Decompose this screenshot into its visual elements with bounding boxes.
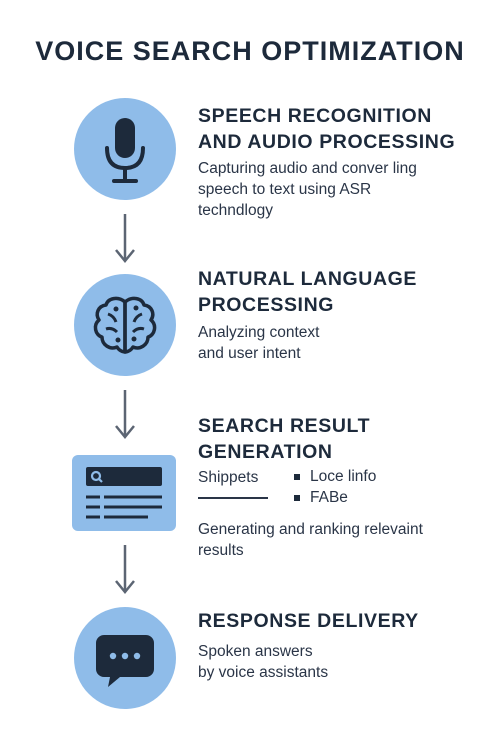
step-4-desc-line: by voice assistants bbox=[198, 664, 329, 681]
down-arrow-icon bbox=[115, 214, 135, 263]
snippet-item: Loce linfo bbox=[292, 466, 376, 487]
step-1-title: SPEECH RECOGNITION AND AUDIO PROCESSING bbox=[198, 103, 488, 155]
step-2-desc-line: Analyzing context bbox=[198, 324, 320, 341]
step-2-desc-line: and user intent bbox=[198, 345, 301, 362]
step-2-title-line: NATURAL LANGUAGE bbox=[198, 268, 418, 290]
snippet-item: FABe bbox=[292, 487, 376, 508]
step-1-desc-line: speech to text using ASR bbox=[198, 181, 372, 198]
step-4-desc-line: Spoken answers bbox=[198, 643, 313, 660]
search-results-icon bbox=[86, 467, 162, 519]
snippets-label: Shippets bbox=[198, 469, 259, 486]
page-title: VOICE SEARCH OPTIMIZATION bbox=[35, 36, 465, 66]
step-2-description: Analyzing context and user intent bbox=[198, 322, 488, 364]
step-2-title: NATURAL LANGUAGE PROCESSING bbox=[198, 266, 488, 318]
snippets-underline bbox=[198, 497, 268, 499]
step-2-icon-circle bbox=[74, 274, 176, 376]
snippet-list: Loce linfo FABe bbox=[292, 466, 376, 508]
down-arrow-icon bbox=[115, 545, 135, 594]
step-3-title: SEARCH RESULT GENERATION bbox=[198, 413, 488, 465]
step-3-desc-line: Generating and ranking relevaint bbox=[198, 521, 423, 538]
step-1-desc-line: techndlogy bbox=[198, 202, 273, 219]
step-1-description: Capturing audio and conver ling speech t… bbox=[198, 158, 488, 221]
step-3-title-line: GENERATION bbox=[198, 441, 333, 463]
step-4-description: Spoken answers by voice assistants bbox=[198, 641, 488, 683]
brain-icon bbox=[93, 296, 157, 354]
step-1-desc-line: Capturing audio and conver ling bbox=[198, 160, 417, 177]
step-1-title-line: SPEECH RECOGNITION bbox=[198, 105, 432, 127]
step-1-icon-circle bbox=[74, 98, 176, 200]
microphone-icon bbox=[105, 118, 145, 183]
step-2-title-line: PROCESSING bbox=[198, 294, 335, 316]
step-3-title-line: SEARCH RESULT bbox=[198, 415, 371, 437]
step-4-title-line: RESPONSE DELIVERY bbox=[198, 610, 419, 632]
chat-bubble-icon bbox=[96, 635, 154, 687]
step-3-description: Generating and ranking relevaint results bbox=[198, 519, 488, 561]
step-1-title-line: AND AUDIO PROCESSING bbox=[198, 131, 456, 153]
down-arrow-icon bbox=[115, 390, 135, 439]
step-4-icon-circle bbox=[74, 607, 176, 709]
step-4-title: RESPONSE DELIVERY bbox=[198, 608, 488, 634]
step-3-icon-card bbox=[72, 455, 176, 531]
step-3-desc-line: results bbox=[198, 542, 244, 559]
